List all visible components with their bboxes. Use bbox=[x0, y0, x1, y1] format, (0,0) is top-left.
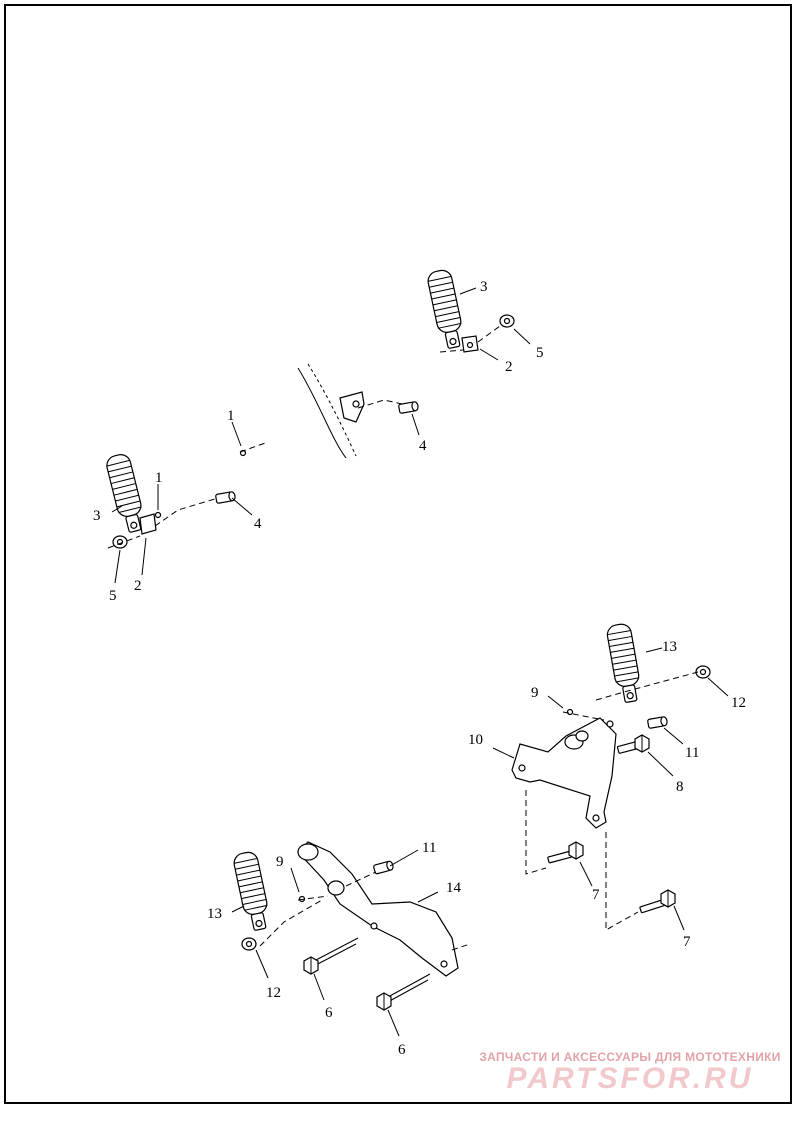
bolt-7-lower bbox=[639, 889, 676, 914]
callout-13-right: 13 bbox=[662, 639, 677, 655]
washer-upper-right bbox=[499, 314, 515, 328]
footpeg-bracket-right bbox=[605, 622, 644, 705]
callout-1-left: 1 bbox=[155, 470, 163, 486]
callout-2-left: 2 bbox=[134, 578, 142, 594]
drawing-frame bbox=[4, 4, 792, 1104]
pin-upper-right bbox=[397, 400, 420, 415]
washer-bracket-right bbox=[695, 665, 711, 679]
callout-8: 8 bbox=[676, 779, 684, 795]
clevis-upper-right bbox=[461, 335, 479, 353]
pin-bracket-right bbox=[646, 715, 669, 730]
clip-left bbox=[154, 511, 162, 519]
watermark: ЗАПЧАСТИ И АКСЕССУАРЫ ДЛЯ МОТОТЕХНИКИ PA… bbox=[470, 1050, 790, 1094]
callout-4-upper: 4 bbox=[419, 438, 427, 454]
bolt-7-upper bbox=[547, 841, 584, 864]
callout-12-left: 12 bbox=[266, 985, 281, 1001]
callout-1-upper: 1 bbox=[227, 408, 235, 424]
callout-9-right: 9 bbox=[531, 685, 539, 701]
washer-left bbox=[112, 535, 128, 549]
callout-12-right: 12 bbox=[731, 695, 746, 711]
bolt-6-upper bbox=[303, 937, 359, 975]
callout-9-left: 9 bbox=[276, 854, 284, 870]
callout-11-right: 11 bbox=[685, 745, 699, 761]
frame-tube bbox=[297, 363, 365, 459]
watermark-tagline: ЗАПЧАСТИ И АКСЕССУАРЫ ДЛЯ МОТОТЕХНИКИ bbox=[479, 1050, 781, 1064]
callout-6-upper: 6 bbox=[325, 1005, 333, 1021]
callout-5-upper: 5 bbox=[536, 345, 544, 361]
footpeg-upper-right bbox=[425, 267, 467, 351]
callout-10: 10 bbox=[468, 732, 483, 748]
callout-11-left: 11 bbox=[422, 840, 436, 856]
callout-2-upper: 2 bbox=[505, 359, 513, 375]
callout-13-left: 13 bbox=[207, 906, 222, 922]
clevis-left bbox=[139, 513, 157, 535]
bolt-8 bbox=[616, 734, 650, 754]
callout-7-lower: 7 bbox=[683, 934, 691, 950]
callout-5-left: 5 bbox=[109, 588, 117, 604]
washer-bracket-left bbox=[241, 937, 257, 951]
callout-4-left: 4 bbox=[254, 516, 262, 532]
bracket-10 bbox=[511, 717, 617, 829]
pin-bracket-left bbox=[372, 859, 395, 875]
callout-14: 14 bbox=[446, 880, 462, 896]
callout-7-upper: 7 bbox=[592, 887, 600, 903]
callout-3-left: 3 bbox=[93, 508, 101, 524]
callout-6-lower: 6 bbox=[398, 1042, 406, 1058]
callout-3-upper: 3 bbox=[480, 279, 488, 295]
watermark-logo: PARTSFOR.RU bbox=[506, 1062, 754, 1095]
footpeg-bracket-left bbox=[231, 849, 273, 933]
pin-left bbox=[214, 490, 237, 505]
bracket-14 bbox=[297, 841, 459, 977]
leader-lines bbox=[111, 287, 729, 1037]
bolt-6-lower bbox=[376, 973, 431, 1011]
assembly-lines bbox=[107, 325, 699, 951]
clip-bracket-right bbox=[566, 708, 574, 716]
